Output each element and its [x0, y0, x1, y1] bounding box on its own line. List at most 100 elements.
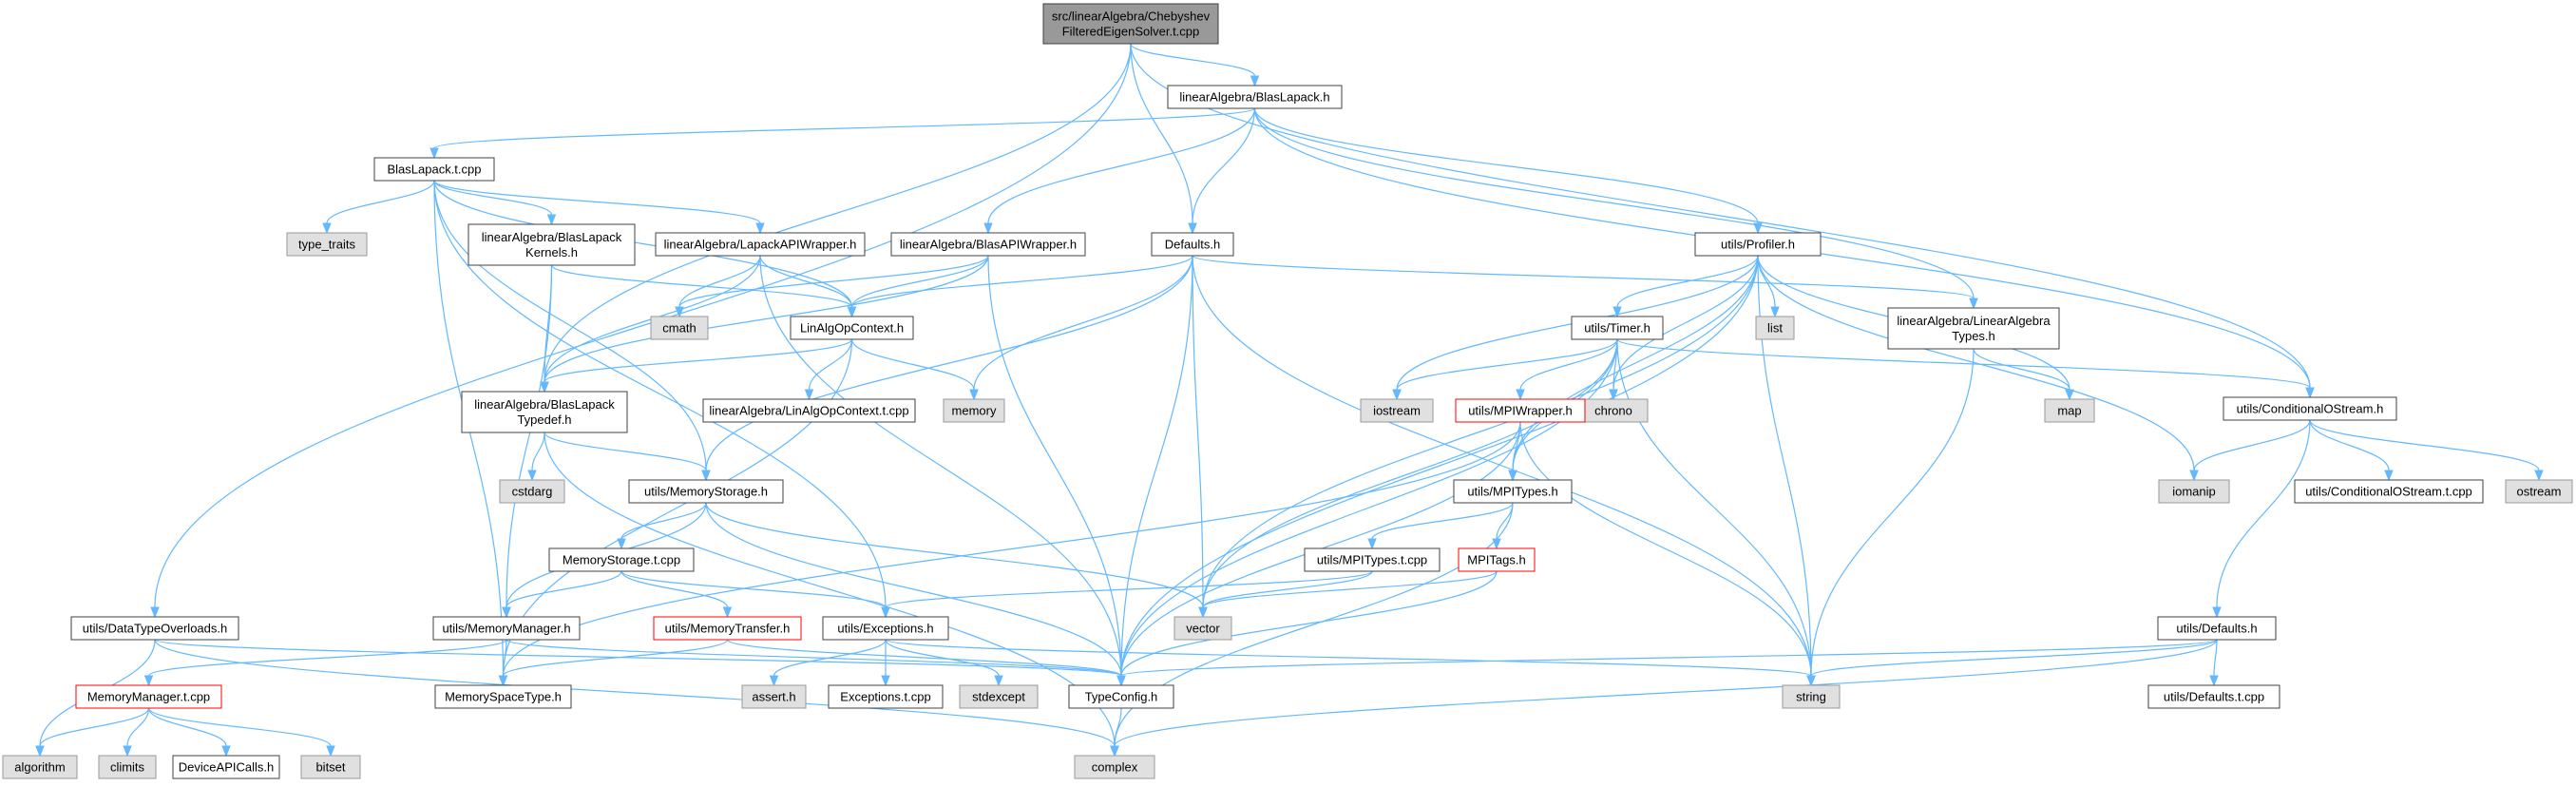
node-label: Kernels.h [525, 245, 578, 259]
node-box [2223, 396, 2397, 421]
node-label: list [1767, 321, 1783, 336]
edge-arrowhead [150, 606, 160, 619]
node-exceptions-tcpp[interactable]: Exceptions.t.cpp [828, 684, 944, 709]
node-cond-ostream[interactable]: utils/ConditionalOStream.h [2223, 396, 2397, 421]
edge-line [705, 502, 1204, 608]
node-box [467, 223, 636, 266]
node-cond-ostream-tcpp[interactable]: utils/ConditionalOStream.t.cpp [2294, 479, 2484, 504]
edge-line [1202, 255, 1759, 608]
node-defaults-h[interactable]: Defaults.h [1151, 232, 1234, 257]
node-memstorage-tcpp[interactable]: MemoryStorage.t.cpp [548, 547, 695, 572]
node-mpitypes-tcpp[interactable]: utils/MPITypes.t.cpp [1304, 547, 1441, 572]
edge-line [759, 255, 853, 308]
node-box [70, 616, 239, 641]
node-memtransfer[interactable]: utils/MemoryTransfer.h [653, 616, 802, 641]
include-edge-blaslapack_typedef-to-cstdarg [527, 432, 545, 482]
include-edge-exceptions-to-stdexcept [885, 639, 1003, 687]
include-edge-memmanager_tcpp-to-climits [123, 707, 150, 758]
edge-arrowhead [35, 745, 45, 758]
node-exceptions[interactable]: utils/Exceptions.h [822, 616, 949, 641]
node-box [300, 755, 361, 779]
node-root[interactable]: src/linearAlgebra/ChebyshevFilteredEigen… [1042, 3, 1219, 45]
include-edge-memmanager-to-memspace [498, 639, 508, 687]
edge-arrowhead [847, 306, 857, 318]
include-edge-blaslapack_typedef-to-memstorage [544, 432, 711, 482]
edge-arrowhead [1508, 470, 1517, 482]
node-typeconfig[interactable]: TypeConfig.h [1068, 684, 1174, 709]
edge-arrowhead [326, 745, 335, 758]
include-edge-root-to-defaults_h [1130, 43, 1197, 235]
node-blaslapack-tcpp[interactable]: BlasLapack.t.cpp [373, 157, 495, 182]
node-mpitypes[interactable]: utils/MPITypes.h [1453, 479, 1573, 504]
node-label: utils/Exceptions.h [837, 622, 933, 636]
edge-arrowhead [769, 675, 779, 687]
node-dtype-overloads[interactable]: utils/DataTypeOverloads.h [70, 616, 239, 641]
node-chrono: chrono [1578, 398, 1649, 423]
include-edge-memstorage-to-vector [705, 502, 1208, 619]
node-box [653, 616, 802, 641]
node-climits: climits [98, 755, 157, 779]
edge-arrowhead [540, 381, 549, 394]
node-algorithm: algorithm [2, 755, 78, 779]
include-edge-blaslapack_h-to-defaults_h [1188, 107, 1256, 235]
node-mpiwrapper[interactable]: utils/MPIWrapper.h [1455, 398, 1586, 423]
node-iostream: iostream [1360, 398, 1434, 423]
node-box [1042, 3, 1219, 45]
edge-line [1519, 338, 1618, 391]
edge-arrowhead [2209, 675, 2219, 687]
edge-line [1757, 255, 2195, 471]
node-label: LinAlgOpContext.h [800, 321, 904, 336]
node-mpitags[interactable]: MPITags.h [1458, 547, 1536, 572]
edge-line [1202, 570, 1373, 608]
include-edge-profiler-to-timer [1612, 255, 1759, 318]
edge-line [433, 107, 1256, 149]
node-label: bitset [315, 760, 345, 775]
edge-line [1757, 255, 1776, 308]
node-label: MemoryManager.t.cpp [87, 690, 210, 704]
edge-line [705, 502, 1122, 677]
edge-line [759, 255, 1122, 677]
node-profiler[interactable]: utils/Profiler.h [1694, 232, 1822, 257]
node-label: utils/Defaults.h [2176, 622, 2257, 636]
node-memstorage[interactable]: utils/MemoryStorage.h [628, 479, 784, 504]
node-utils-defaults[interactable]: utils/Defaults.h [2157, 616, 2277, 641]
edge-line [147, 707, 227, 747]
include-edge-memstorage_tcpp-to-memmanager [502, 570, 622, 619]
node-blas-api[interactable]: linearAlgebra/BlasAPIWrapper.h [890, 232, 1086, 257]
edge-line [1130, 43, 1256, 77]
node-vector: vector [1174, 616, 1232, 641]
edge-line [1973, 348, 2070, 391]
include-edge-memstorage-to-memstorage_tcpp [617, 502, 707, 550]
node-memspace[interactable]: MemorySpaceType.h [434, 684, 572, 709]
nodes-layer: src/linearAlgebra/ChebyshevFilteredEigen… [2, 3, 2573, 779]
node-device-api[interactable]: DeviceAPICalls.h [172, 755, 280, 779]
node-box [1694, 232, 1822, 257]
edge-arrowhead [881, 606, 890, 619]
node-timer[interactable]: utils/Timer.h [1571, 316, 1664, 340]
node-label: utils/MemoryManager.h [442, 622, 570, 636]
node-box [1782, 684, 1841, 709]
node-label: type_traits [298, 238, 355, 252]
edge-arrowhead [617, 538, 626, 550]
node-memmanager-tcpp[interactable]: MemoryManager.t.cpp [75, 684, 222, 709]
edge-line [1192, 107, 1256, 224]
node-lapack-api[interactable]: linearAlgebra/LapackAPIWrapper.h [655, 232, 866, 257]
node-blaslapack-h[interactable]: linearAlgebra/BlasLapack.h [1167, 85, 1343, 109]
node-box [2158, 479, 2230, 504]
edge-arrowhead [804, 389, 814, 401]
node-box [2044, 398, 2095, 423]
node-box [650, 316, 709, 340]
node-memmanager[interactable]: utils/MemoryManager.h [432, 616, 581, 641]
include-edge-utils_defaults-to-typeconfig [1116, 639, 2218, 687]
node-box [499, 479, 565, 504]
node-linalgctx-tcpp[interactable]: linearAlgebra/LinAlgOpContext.t.cpp [702, 398, 916, 423]
edge-line [1616, 255, 1759, 308]
node-linalgctx[interactable]: LinAlgOpContext.h [790, 316, 914, 340]
include-edge-memmanager_tcpp-to-algorithm [35, 707, 150, 758]
node-box [1887, 307, 2060, 350]
node-utils-defaults-tcpp[interactable]: utils/Defaults.t.cpp [2147, 684, 2280, 709]
edge-arrowhead [498, 675, 508, 687]
